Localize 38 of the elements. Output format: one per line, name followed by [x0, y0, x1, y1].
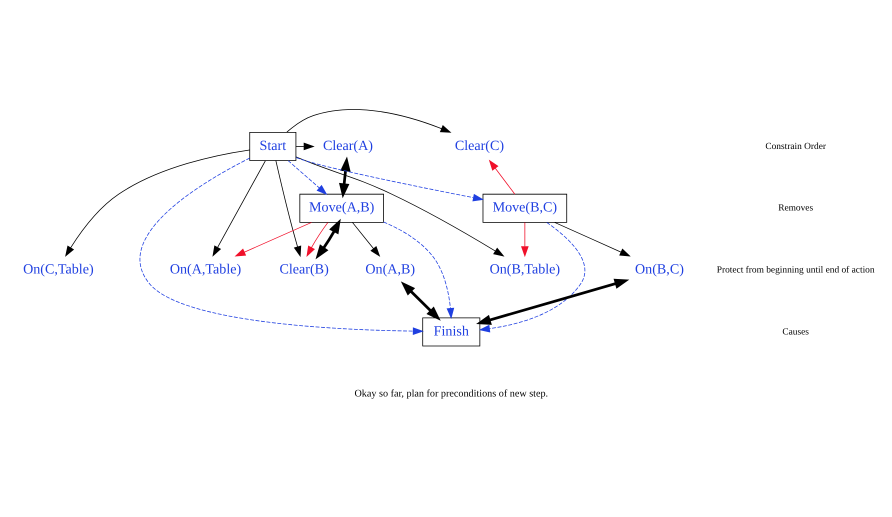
arrow	[478, 222, 586, 332]
node-box: Finish	[422, 317, 480, 346]
node-text: On(A,B)	[365, 262, 416, 278]
arrow	[212, 160, 266, 257]
arrow	[140, 158, 424, 335]
legend-label: Protect from beginning until end of action	[716, 266, 875, 276]
node-text: On(A,Table)	[170, 262, 242, 278]
legend-label: Causes	[782, 327, 809, 338]
node-text: Clear(A)	[322, 138, 373, 154]
arrow	[554, 222, 631, 256]
legend-label: Constrain Order	[765, 142, 826, 152]
arrow	[400, 281, 441, 321]
arrow	[488, 160, 516, 195]
arrow	[288, 160, 328, 195]
node-text: On(B,C)	[635, 262, 684, 278]
node-text: On(C,Table)	[23, 262, 94, 278]
node-text: Clear(C)	[454, 138, 504, 154]
arrow	[65, 150, 250, 257]
node-box: Start	[249, 132, 296, 161]
arrow	[296, 142, 315, 150]
arrow	[476, 278, 630, 325]
arrow	[521, 222, 529, 258]
arrow	[352, 222, 380, 257]
arrow	[296, 157, 484, 202]
arrow	[234, 222, 312, 256]
arrow	[306, 222, 328, 258]
arrow	[286, 109, 452, 133]
node-text: Clear(B)	[280, 262, 329, 278]
legend-label: Removes	[778, 204, 814, 214]
arrow	[316, 218, 341, 260]
node-text: On(B,Table)	[490, 262, 560, 278]
arrow	[383, 222, 454, 319]
arrow	[339, 156, 351, 198]
node-box: Move(B,C)	[482, 194, 568, 223]
arrow	[296, 156, 504, 257]
label: Okay so far, plan for preconditions of new step.	[354, 388, 548, 400]
arrow	[275, 160, 302, 258]
node-box: Move(A,B)	[299, 194, 384, 223]
